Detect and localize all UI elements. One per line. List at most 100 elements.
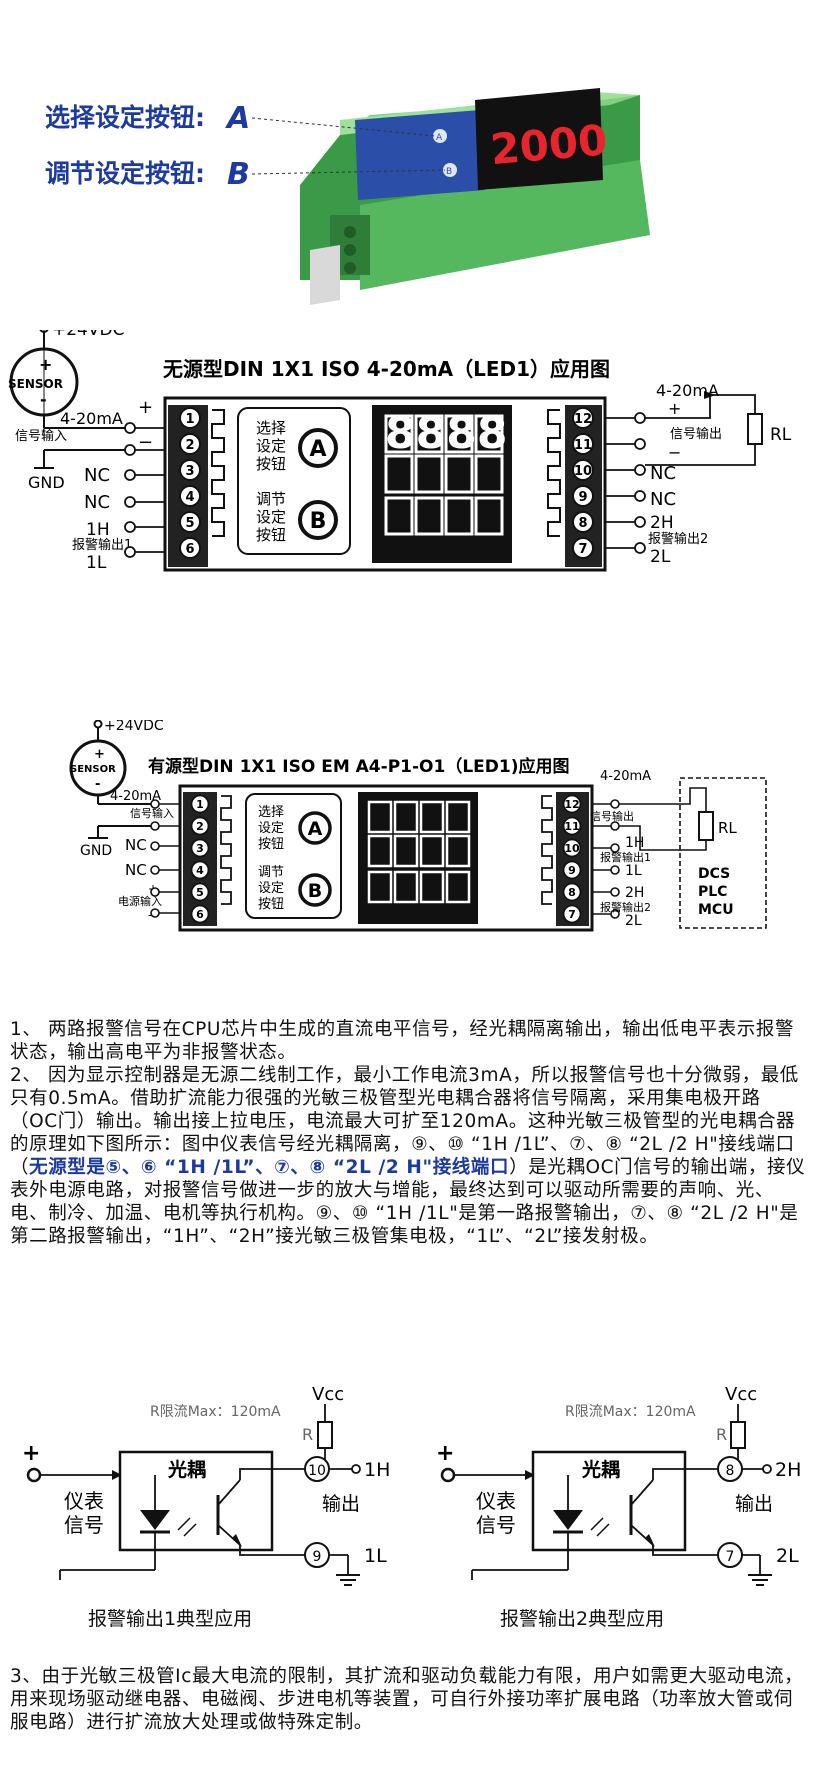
svg-text:报警输出2: 报警输出2: [648, 531, 708, 547]
svg-text:+24VDC: +24VDC: [104, 720, 164, 734]
svg-text:1H: 1H: [364, 1459, 390, 1481]
svg-text:NC: NC: [125, 861, 147, 879]
svg-text:+: +: [94, 747, 105, 762]
opto2-resistor: [730, 1421, 746, 1449]
opto2-led-icon: [553, 1510, 583, 1530]
wiring-diagram-active: +24VDC + SENSOR - 4-20mA 信号输入 GND NC NC …: [0, 718, 819, 980]
svg-text:信号输出: 信号输出: [670, 426, 722, 442]
svg-text:+: +: [668, 399, 681, 418]
svg-text:-: -: [95, 777, 100, 792]
svg-text:−: −: [138, 432, 153, 453]
svg-text:9: 9: [313, 1549, 322, 1565]
svg-text:按钮: 按钮: [258, 837, 284, 852]
button-b-letter: B: [227, 157, 250, 192]
svg-text:NC: NC: [650, 489, 676, 510]
d1-button-b-icon: [298, 500, 338, 540]
svg-text:输出: 输出: [735, 1493, 773, 1515]
d2-title: 有源型DIN 1X1 ISO EM A4-P1-O1（LED1)应用图: [148, 756, 569, 777]
svg-text:输出: 输出: [322, 1493, 360, 1515]
button-b-label: 调节设定按钮:: [45, 159, 205, 188]
svg-text:1H: 1H: [625, 835, 644, 851]
svg-text:7: 7: [568, 908, 576, 921]
svg-text:信号输入: 信号输入: [15, 428, 67, 444]
svg-text:报警输出1: 报警输出1: [600, 850, 651, 864]
svg-text:9: 9: [578, 490, 587, 505]
svg-text:2: 2: [196, 820, 204, 833]
svg-text:7: 7: [726, 1549, 735, 1565]
svg-text:6: 6: [196, 908, 204, 921]
svg-text:4-20mA: 4-20mA: [110, 789, 161, 804]
svg-text:设定: 设定: [258, 881, 284, 896]
pointer-b: [251, 169, 446, 175]
product-illustration: A B 2000 选择设定按钮: A 调节设定按钮: B: [45, 88, 650, 305]
svg-text:仪表: 仪表: [476, 1489, 516, 1513]
svg-text:2L: 2L: [650, 547, 671, 567]
opto-caption-2: 报警输出2典型应用: [500, 1608, 665, 1630]
svg-text:2: 2: [185, 438, 194, 453]
button-a-label: 选择设定按钮:: [45, 103, 205, 132]
svg-text:2H: 2H: [775, 1459, 801, 1481]
d1-sensor-label: SENSOR: [8, 377, 63, 391]
svg-text:设定: 设定: [256, 437, 286, 455]
svg-text:信号: 信号: [476, 1513, 516, 1537]
svg-text:Vcc: Vcc: [312, 1384, 344, 1405]
svg-text:3: 3: [185, 464, 194, 479]
svg-text:Vcc: Vcc: [725, 1384, 757, 1405]
wiring-diagram-active-svg: +24VDC + SENSOR - 4-20mA 信号输入 GND NC NC …: [69, 718, 767, 932]
d1-supply: +24VDC: [52, 330, 124, 340]
opto-circuit-1: Vcc R限流Max：120mA R + 光耦 仪表 信号: [22, 1384, 390, 1586]
svg-text:PLC: PLC: [698, 884, 727, 900]
button-b-icon: [443, 163, 457, 177]
wiring-diagram-passive: +24VDC + SENSOR - 4-20mA + 信号输入 − GND NC…: [0, 320, 819, 650]
svg-text:4-20mA: 4-20mA: [60, 409, 123, 428]
svg-text:选择: 选择: [258, 805, 284, 820]
svg-text:调节: 调节: [258, 865, 284, 880]
svg-text:-: -: [148, 908, 152, 922]
d1-title: 无源型DIN 1X1 ISO 4-20mA（LED1）应用图: [163, 357, 610, 381]
svg-text:1L: 1L: [625, 863, 642, 879]
paragraph-2-highlight: 无源型是⑤、⑥ “1H /1L”、⑦、⑧ “2L /2 H"接线端口: [29, 1157, 510, 1178]
svg-text:4: 4: [196, 864, 204, 877]
pointer-a: [251, 117, 436, 137]
d1-button-a-icon: [298, 428, 338, 468]
product-photo-section: A B 2000 选择设定按钮: A 调节设定按钮: B: [0, 0, 819, 330]
opto1-resistor: [317, 1421, 333, 1449]
svg-text:−: −: [668, 443, 681, 462]
d2-button-b-icon: [298, 873, 332, 907]
svg-text:8: 8: [726, 1463, 735, 1479]
svg-text:4-20mA: 4-20mA: [600, 769, 651, 784]
svg-text:2H: 2H: [650, 513, 674, 533]
svg-text:设定: 设定: [256, 508, 286, 526]
svg-text:R限流Max：120mA: R限流Max：120mA: [565, 1404, 696, 1420]
button-b-glyph: B: [446, 167, 452, 177]
opto-circuit-2: Vcc R限流Max：120mA R + 光耦 仪表 信号: [436, 1384, 801, 1586]
svg-text:报警输出1: 报警输出1: [72, 537, 132, 553]
d2-load-resistor: [698, 811, 714, 841]
optocoupler-circuits-svg: Vcc R限流Max：120mA R + 光耦 仪表 信号: [22, 1384, 801, 1586]
svg-text:按钮: 按钮: [256, 526, 286, 544]
svg-text:12: 12: [564, 798, 579, 811]
svg-text:R: R: [716, 1425, 727, 1444]
paragraph-2: 2、 因为显示控制器是无源二线制工作，最小工作电流3mA，所以报警信号也十分微弱…: [10, 1064, 808, 1248]
d2-dcs-box: [679, 777, 767, 929]
svg-text:NC: NC: [125, 836, 147, 854]
svg-text:1L: 1L: [86, 553, 107, 573]
svg-text:2H: 2H: [625, 885, 644, 901]
svg-text:B: B: [310, 509, 327, 534]
button-a-icon: [433, 129, 447, 143]
svg-text:+: +: [22, 1441, 40, 1466]
svg-text:按钮: 按钮: [256, 455, 286, 473]
svg-text:-: -: [40, 390, 47, 409]
svg-text:10: 10: [574, 464, 592, 479]
svg-text:6: 6: [185, 542, 194, 557]
svg-text:4-20mA: 4-20mA: [656, 381, 719, 400]
paragraph-1: 1、 两路报警信号在CPU芯片中生成的直流电平信号，经光耦隔离输出，输出低电平表…: [10, 1019, 795, 1063]
svg-text:NC: NC: [84, 465, 110, 486]
svg-text:8: 8: [578, 516, 587, 531]
d1-load-resistor: [747, 413, 763, 445]
svg-text:4: 4: [185, 490, 194, 505]
svg-text:1: 1: [196, 798, 204, 811]
svg-text:+: +: [138, 397, 153, 418]
svg-text:11: 11: [574, 438, 592, 453]
svg-text:设定: 设定: [258, 821, 284, 836]
